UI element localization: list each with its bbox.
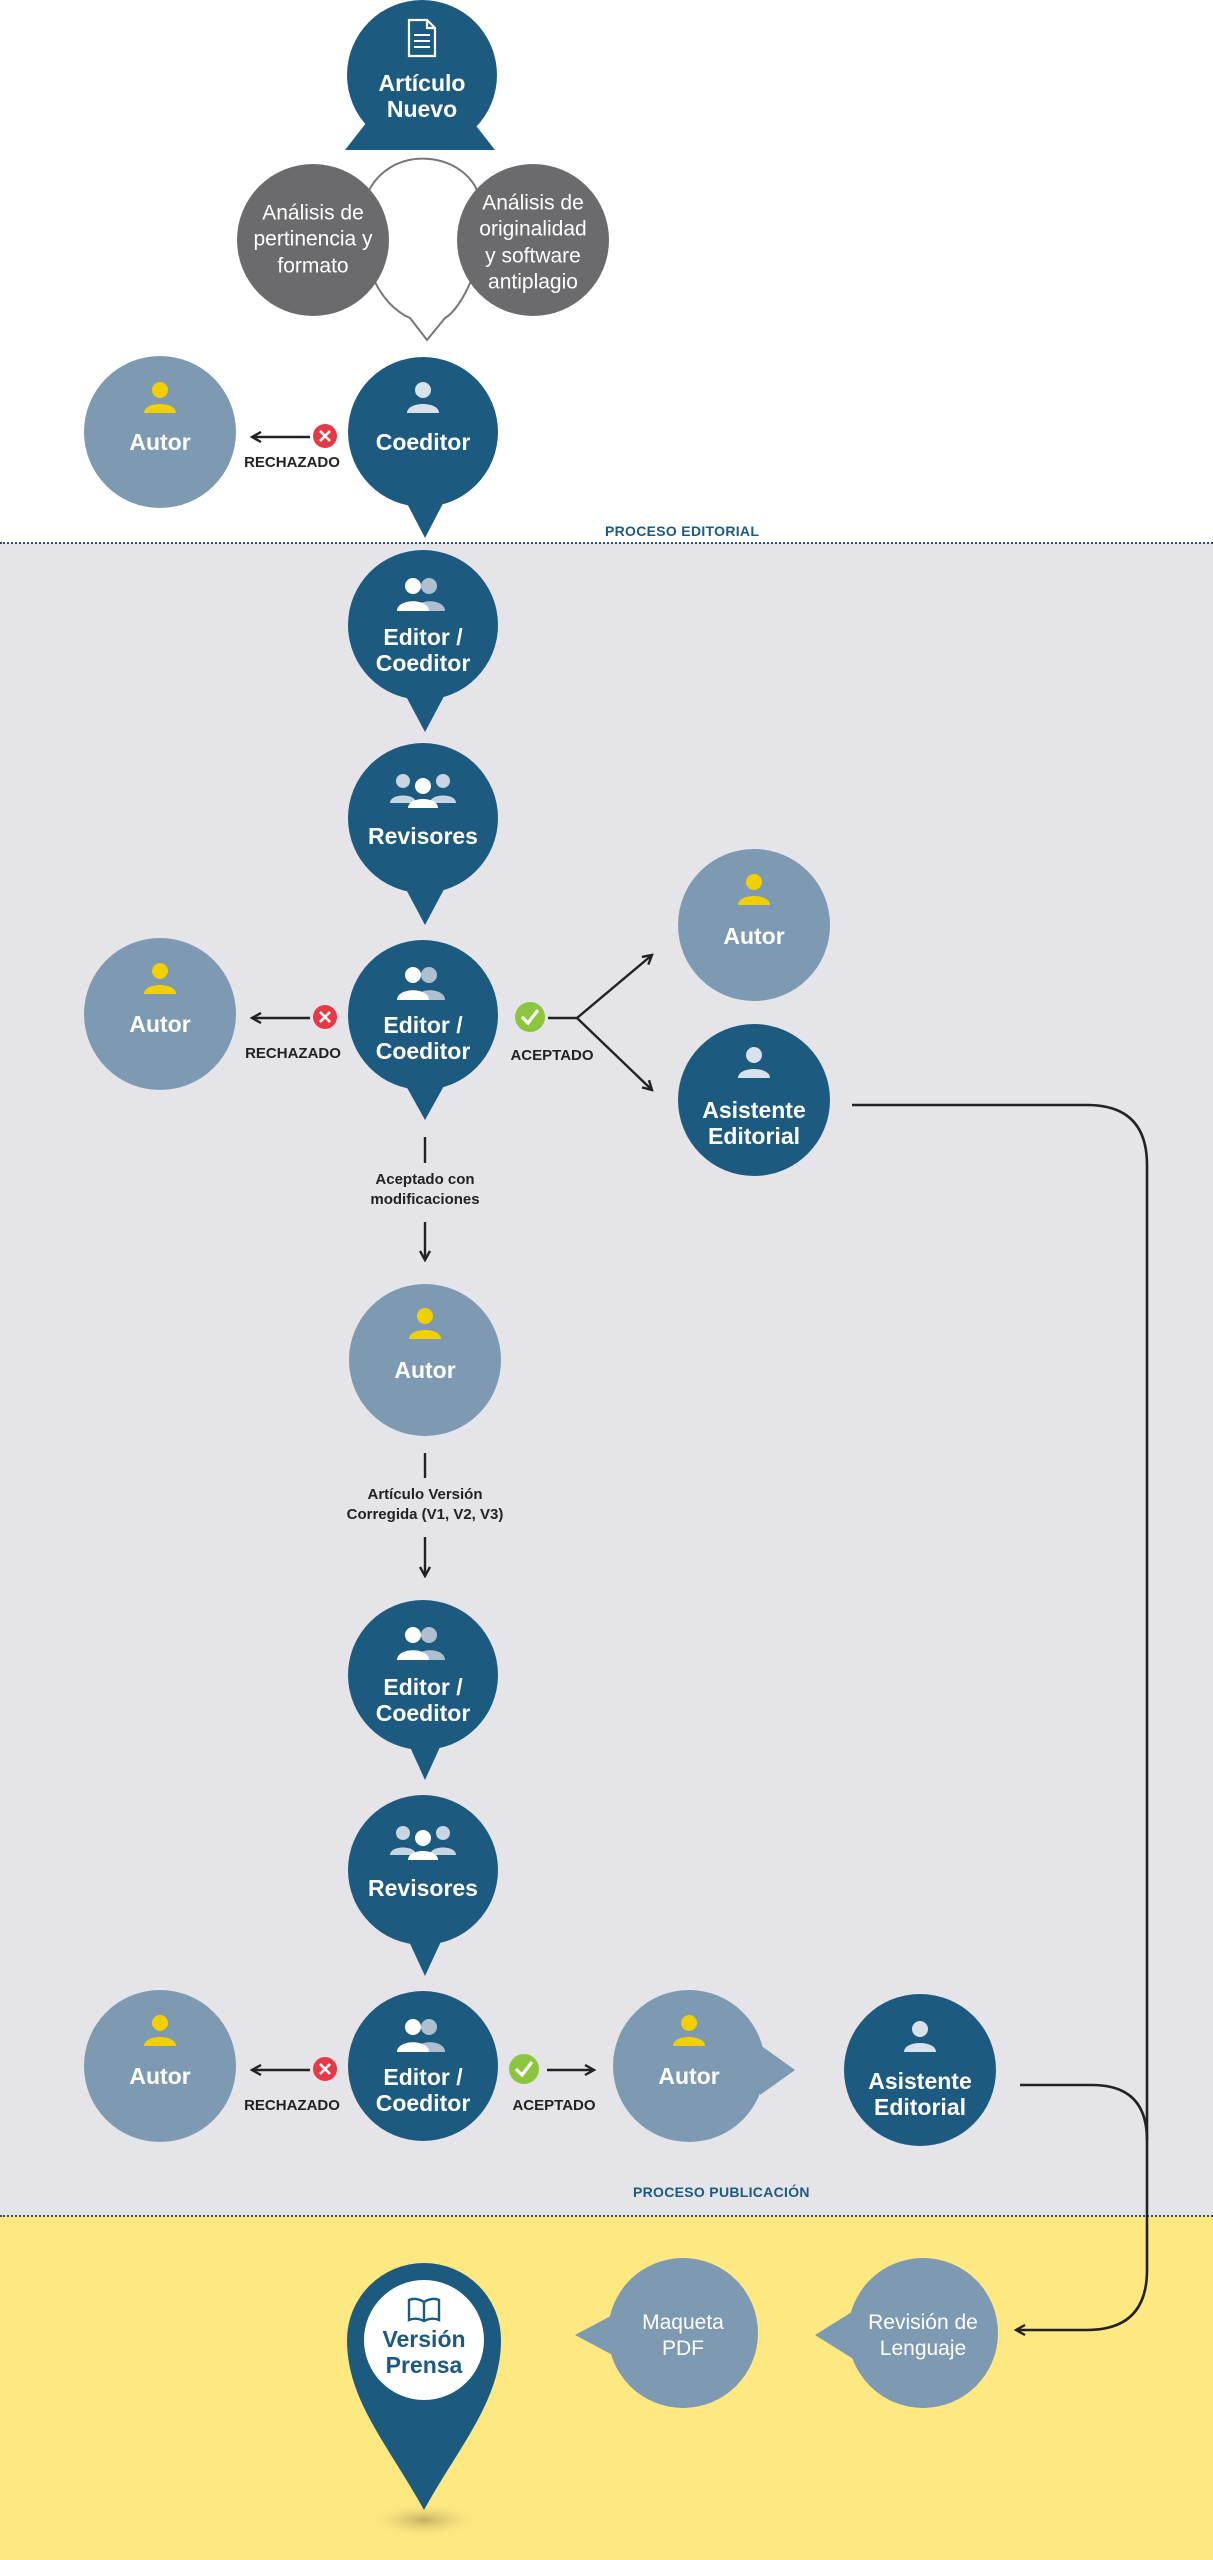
editorial-separator [0, 542, 1213, 544]
x-circle-icon [313, 2057, 337, 2081]
rechazado-label-3: RECHAZADO [244, 2097, 340, 2114]
analisis-originalidad-label: Análisis de originalidad y software anti… [479, 191, 587, 294]
group-icon [390, 1826, 456, 1860]
person-icon [738, 874, 770, 905]
section-label-editorial: PROCESO EDITORIAL [605, 523, 760, 539]
asistente-editorial-circle-2 [844, 1994, 996, 2146]
revisores-label-2: Revisores [368, 1875, 478, 1902]
revision-lenguaje-pointer [815, 2310, 855, 2360]
maqueta-pdf-circle [608, 2258, 758, 2408]
analisis-pertinencia-label: Análisis de pertinencia y formato [253, 201, 373, 278]
editor-coeditor-label-3: Editor / Coeditor [375, 1674, 471, 1726]
asistente-editorial-label-1: Asistente Editorial [702, 1097, 806, 1149]
version-corregida-label: Artículo Versión Corregida (V1, V2, V3) [346, 1486, 504, 1523]
autor-circle-2 [84, 938, 236, 1090]
accepted-fork-up [576, 955, 652, 1019]
editor-coeditor-label-4: Editor / Coeditor [375, 2064, 471, 2116]
x-circle-icon [313, 1005, 337, 1029]
editor-coeditor-circle-2 [348, 940, 498, 1090]
rechazado-label-2: RECHAZADO [245, 1045, 341, 1062]
autor-circle-4 [349, 1284, 501, 1436]
editor-coeditor-label-2: Editor / Coeditor [375, 1012, 471, 1064]
autor-label-1: Autor [129, 429, 191, 456]
revisores-circle-2 [348, 1795, 498, 1945]
coeditor-label: Coeditor [375, 429, 471, 456]
publication-separator [0, 2215, 1213, 2217]
two-people-icon [397, 967, 445, 1000]
pin-shadow [366, 2502, 482, 2538]
person-icon [144, 2015, 176, 2046]
rechazado-label-1: RECHAZADO [244, 454, 340, 471]
autor-circle-3 [678, 849, 830, 1001]
two-people-icon [397, 2019, 445, 2052]
group-icon [390, 774, 456, 808]
person-icon [673, 2015, 705, 2046]
person-icon [904, 2021, 936, 2052]
person-icon [407, 382, 439, 413]
revisores-label-1: Revisores [368, 823, 478, 850]
person-icon [144, 382, 176, 413]
asistente-2-join-line [1020, 2083, 1149, 2141]
asistente-to-revision-line [852, 1103, 1149, 2330]
person-icon [738, 1047, 770, 1078]
articulo-nuevo-label: Artículo Nuevo [378, 70, 466, 122]
articulo-nuevo-circle [347, 0, 497, 150]
autor-label-6: Autor [658, 2063, 720, 2090]
autor-circle-1 [84, 356, 236, 508]
coeditor-circle [348, 357, 498, 507]
check-circle-icon [515, 1002, 545, 1032]
aceptado-label-1: ACEPTADO [510, 1047, 594, 1064]
person-icon [144, 963, 176, 994]
autor-circle-6 [613, 1990, 765, 2142]
editor-coeditor-circle-1 [348, 550, 498, 700]
accepted-fork-down [576, 1017, 652, 1090]
revisores-circle-1 [348, 743, 498, 893]
aceptado-modificaciones-label: Aceptado con modificaciones [370, 1171, 480, 1208]
autor-label-2: Autor [129, 1011, 191, 1038]
editor-coeditor-circle-4 [348, 1991, 498, 2141]
analisis-pertinencia-circle [237, 164, 389, 316]
two-people-icon [397, 578, 445, 611]
person-icon [409, 1308, 441, 1339]
autor-label-4: Autor [394, 1357, 456, 1384]
two-people-icon [397, 1627, 445, 1660]
editorial-process-band [0, 543, 1213, 2216]
version-prensa-label: Versión Prensa [382, 2326, 466, 2378]
autor-circle-5 [84, 1990, 236, 2142]
maqueta-pdf-label: Maqueta PDF [642, 2310, 724, 2360]
document-icon [407, 18, 437, 58]
analisis-originalidad-circle [457, 164, 609, 316]
asistente-editorial-label-2: Asistente Editorial [868, 2068, 972, 2120]
check-circle-icon [509, 2054, 539, 2084]
revision-lenguaje-circle [848, 2258, 998, 2408]
book-icon [407, 2297, 441, 2323]
revision-lenguaje-label: Revisión de Lenguaje [868, 2310, 978, 2360]
publication-process-band [0, 2216, 1213, 2560]
asistente-editorial-circle-1 [678, 1024, 830, 1176]
version-prensa-inner [364, 2280, 484, 2400]
editor-coeditor-circle-3 [348, 1600, 498, 1750]
autor-label-5: Autor [129, 2063, 191, 2090]
x-circle-icon [313, 424, 337, 448]
autor-label-3: Autor [723, 923, 785, 950]
autor-5-pointer [760, 2045, 795, 2095]
section-label-publication: PROCESO PUBLICACIÓN [633, 2184, 810, 2200]
editor-coeditor-label-1: Editor / Coeditor [375, 624, 471, 676]
aceptado-label-2: ACEPTADO [512, 2097, 596, 2114]
